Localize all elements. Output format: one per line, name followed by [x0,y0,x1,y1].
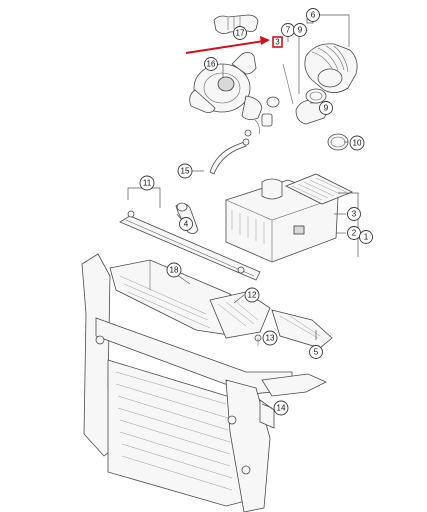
callouts: 17 7 9 6 16 9 10 15 [139,8,373,416]
svg-text:14: 14 [277,404,286,413]
air-filter-housing [225,173,353,263]
vacuum-pipe [209,138,250,175]
svg-text:7: 7 [286,26,291,35]
svg-text:5: 5 [314,348,319,357]
highlight-arrow: 3 [185,36,283,54]
callout-4[interactable]: 4 [179,217,193,231]
lock-carrier-frame [81,253,327,512]
svg-text:2: 2 [352,229,357,238]
svg-text:10: 10 [353,139,362,148]
callout-15[interactable]: 15 [177,163,193,179]
callout-11[interactable]: 11 [139,175,155,191]
callout-5[interactable]: 5 [309,345,323,359]
air-guide-panel [119,210,261,281]
callout-2[interactable]: 2 [347,226,361,240]
svg-text:18: 18 [170,266,179,275]
callout-9-top[interactable]: 9 [293,23,307,37]
svg-text:13: 13 [266,334,275,343]
turbocharger-group [189,14,358,151]
callout-10[interactable]: 10 [349,135,365,151]
svg-text:11: 11 [143,179,152,188]
callout-13[interactable]: 13 [262,330,278,346]
callout-3-highlight[interactable]: 3 [275,38,280,47]
svg-text:3: 3 [352,210,357,219]
callout-1[interactable]: 1 [359,230,373,244]
svg-text:1: 1 [364,233,369,242]
callout-17[interactable]: 17 [233,26,247,40]
callout-9-right[interactable]: 9 [319,101,333,115]
svg-text:17: 17 [236,29,245,38]
screw-13 [254,334,262,346]
callout-18[interactable]: 18 [166,262,182,278]
callout-14[interactable]: 14 [273,400,289,416]
callout-6[interactable]: 6 [306,8,320,22]
callout-3[interactable]: 3 [347,207,361,221]
callout-16[interactable]: 16 [204,57,218,71]
svg-text:12: 12 [248,291,257,300]
svg-text:9: 9 [324,104,329,113]
callout-12[interactable]: 12 [244,287,260,303]
callout-7[interactable]: 7 [281,23,295,37]
svg-text:4: 4 [184,220,189,229]
svg-text:9: 9 [298,26,303,35]
svg-text:15: 15 [181,167,190,176]
svg-text:6: 6 [311,11,316,20]
svg-text:16: 16 [207,60,216,69]
air-guide-right [209,291,333,349]
